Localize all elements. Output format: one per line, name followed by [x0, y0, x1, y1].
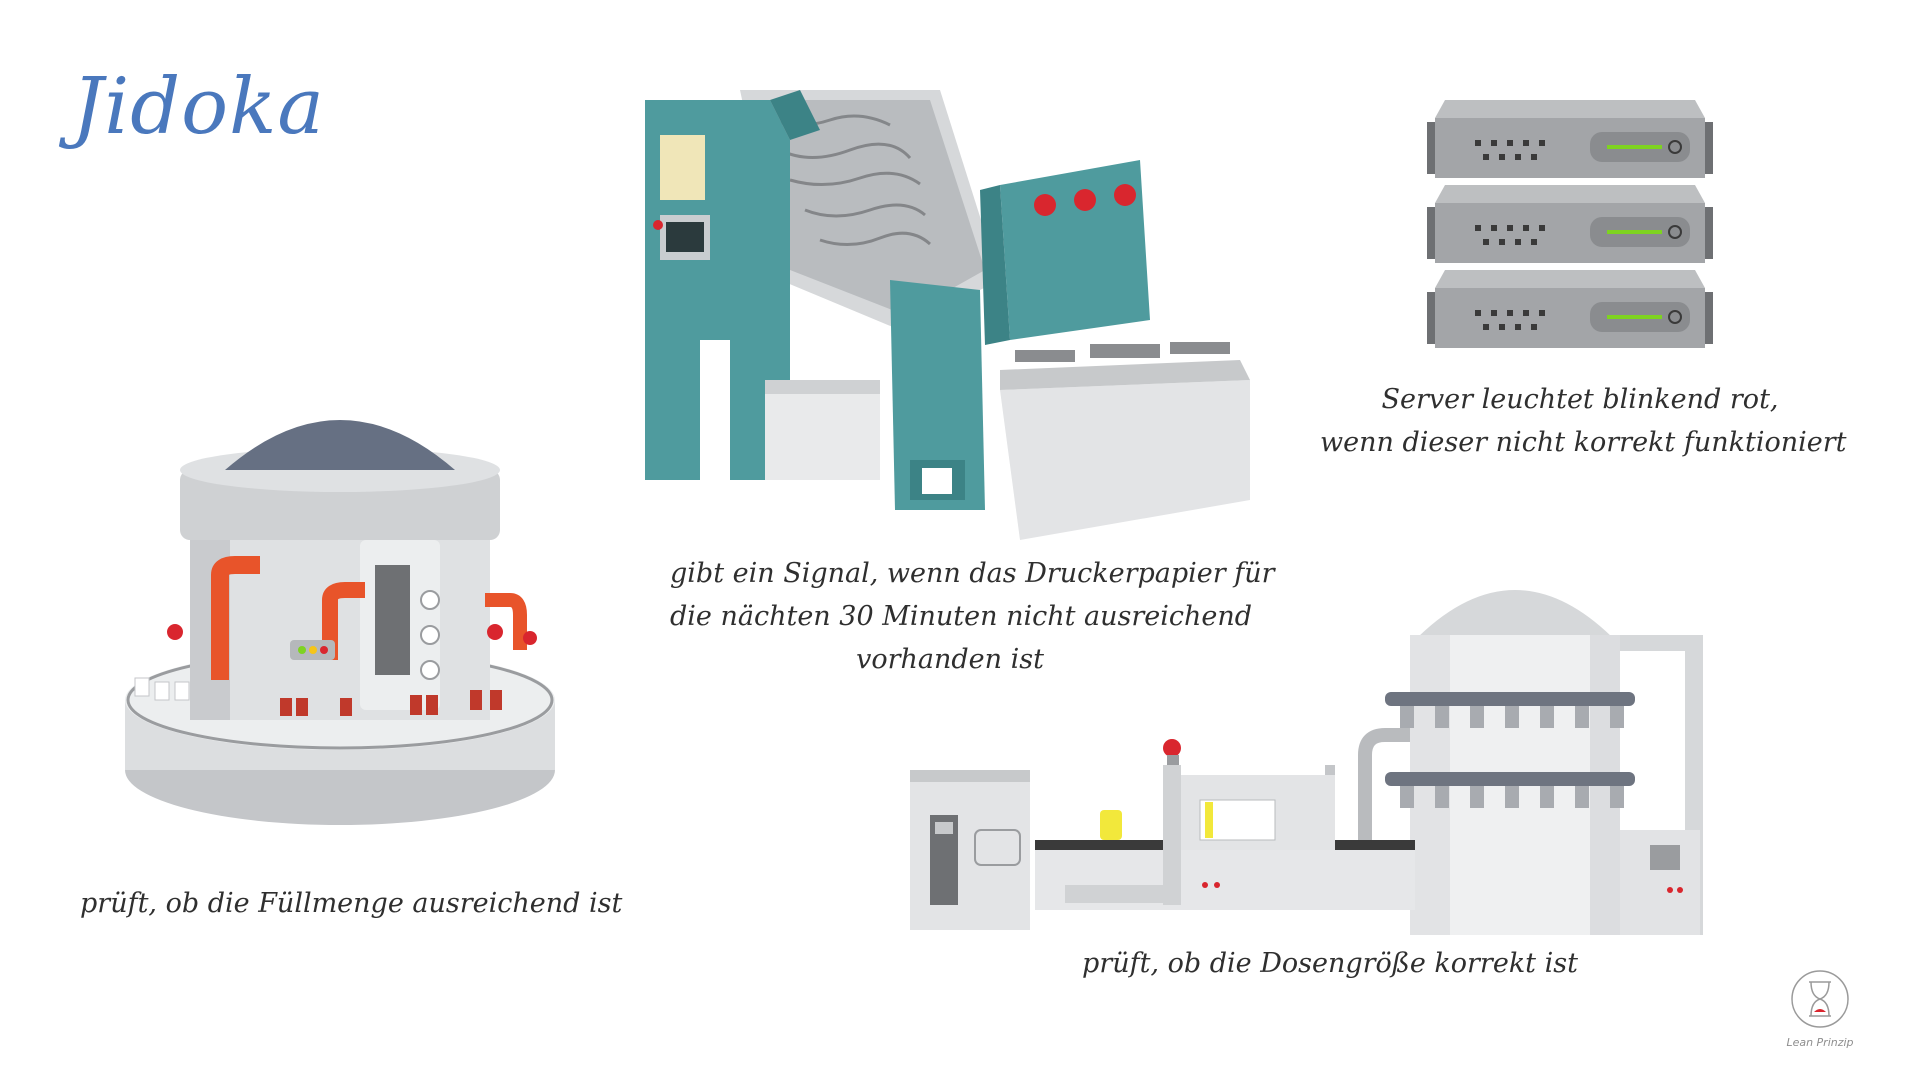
- printer-caption: gibt ein Signal, wenn das Druckerpapier …: [670, 552, 1275, 681]
- server-caption-line: Server leuchtet blinkend rot,: [1381, 384, 1779, 415]
- page-title: Jidoka: [72, 62, 325, 152]
- can-size-caption: prüft, ob die Dosengröße korrekt ist: [1082, 948, 1578, 979]
- lean-prinzip-logo: Lean Prinzip: [1770, 968, 1870, 1049]
- printer-machine-illustration: [645, 90, 1250, 540]
- printer-caption-line: vorhanden ist: [856, 644, 1044, 675]
- logo-text: Lean Prinzip: [1786, 1036, 1854, 1049]
- server-rack-illustration: [1427, 100, 1713, 348]
- filling-machine-illustration: [125, 420, 555, 825]
- hourglass-icon: [1791, 970, 1849, 1028]
- printer-caption-line: die nächten 30 Minuten nicht ausreichend: [670, 601, 1253, 632]
- can-production-line-illustration: [910, 590, 1703, 935]
- filling-caption: prüft, ob die Füllmenge ausreichend ist: [80, 888, 623, 919]
- server-caption: Server leuchtet blinkend rot, wenn diese…: [1320, 378, 1847, 464]
- server-caption-line: wenn dieser nicht korrekt funktioniert: [1320, 427, 1847, 458]
- printer-caption-line: gibt ein Signal, wenn das Druckerpapier …: [670, 558, 1275, 589]
